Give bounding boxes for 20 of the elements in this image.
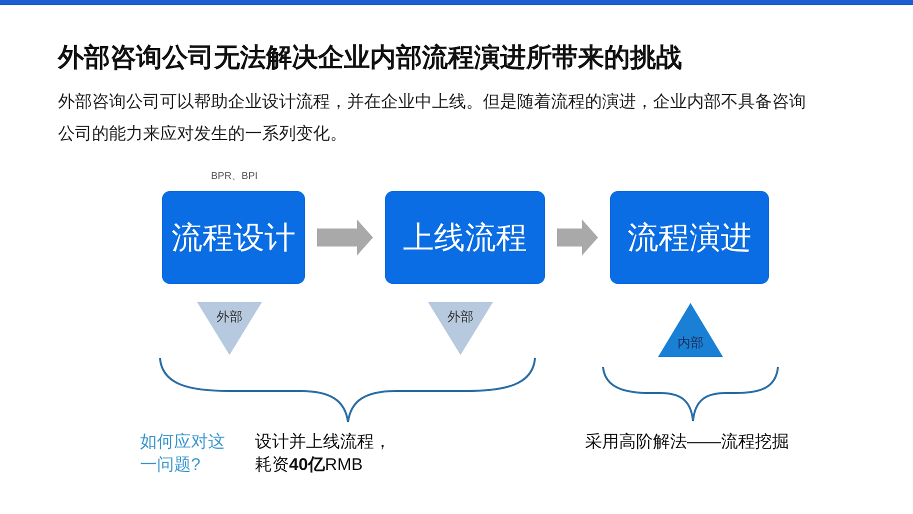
question-text: 如何应对这一问题? [140,431,226,476]
triangle-shape [428,302,493,355]
triangle-label: 外部 [448,309,474,325]
box-label: 流程演进 [628,220,752,256]
process-box [610,191,769,284]
triangle-label: 外部 [216,309,242,325]
box-label: 上线流程 [403,220,527,256]
block-arrow [317,220,373,256]
triangle-shape [658,303,723,357]
block-arrow [557,220,598,256]
description-text: 外部咨询公司可以帮助企业设计流程，并在企业中上线。但是随着流程的演进，企业内部不具备咨询公司的能力来应对发生的一系列变化。 [58,91,807,145]
triangle-label: 内部 [678,335,704,351]
process-box [162,191,305,284]
process-box [385,191,545,284]
box-label: 流程设计 [172,220,296,256]
answer-text: 设计并上线流程，耗资40亿RMB [255,431,392,476]
annotation-text: BPR、BPI [211,170,258,184]
slide-title: 外部咨询公司无法解决企业内部流程演进所带来的挑战 [58,41,682,74]
triangle-shape [197,302,262,355]
solution-text: 采用高阶解法——流程挖掘 [585,431,789,453]
